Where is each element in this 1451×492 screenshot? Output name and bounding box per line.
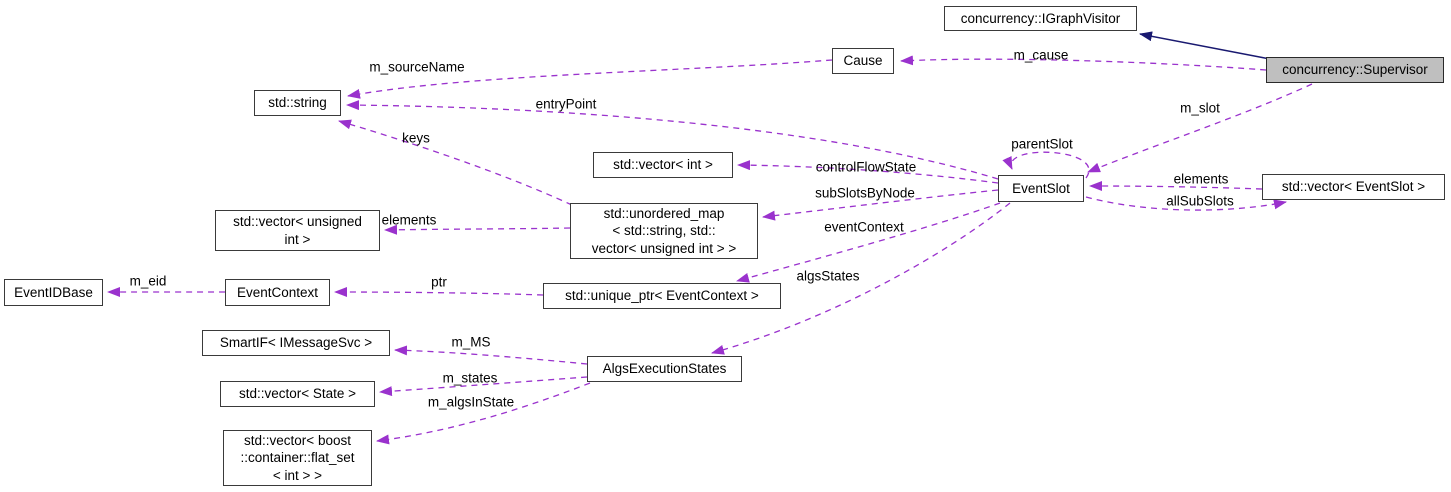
node-supervisor-label: concurrency::Supervisor <box>1282 62 1428 78</box>
edge-m-states <box>379 376 588 397</box>
node-eventidbase-label: EventIDBase <box>14 284 93 300</box>
edge-label-m-eid: m_eid <box>129 273 167 289</box>
node-vector-unsigned-int-line1: std::vector< unsigned <box>233 214 362 230</box>
edge-inheritance-igraphvisitor <box>1139 31 1271 60</box>
edge-label-m-slot: m_slot <box>1180 100 1220 116</box>
edge-label-m-cause: m_cause <box>1013 47 1069 63</box>
node-eventcontext[interactable]: EventContext <box>225 279 330 306</box>
edge-keys <box>338 119 573 206</box>
edge-label-subslotsbynode: subSlotsByNode <box>815 185 915 201</box>
node-igraphvisitor[interactable]: concurrency::IGraphVisitor <box>944 6 1137 31</box>
node-unique-ptr-eventcontext[interactable]: std::unique_ptr< EventContext > <box>543 283 781 309</box>
edge-parentslot <box>1002 151 1090 179</box>
edge-label-m-algsinstate: m_algsInState <box>427 394 515 410</box>
node-vector-state[interactable]: std::vector< State > <box>220 381 375 407</box>
edge-entrypoint <box>346 100 999 180</box>
node-algsexecutionstates-label: AlgsExecutionStates <box>602 361 727 377</box>
edge-m-algsinstate <box>376 382 591 445</box>
node-cause-label: Cause <box>843 53 883 69</box>
node-std-string-label: std::string <box>268 95 327 111</box>
edge-label-controlflowstate: controlFlowState <box>815 159 917 175</box>
node-unordered-map-line1: std::unordered_map <box>603 206 725 222</box>
edge-label-entrypoint: entryPoint <box>535 96 597 112</box>
node-vector-flat-set-line2: ::container::flat_set <box>240 450 355 466</box>
node-vector-eventslot[interactable]: std::vector< EventSlot > <box>1262 174 1445 200</box>
node-smartif-imessagesvc-label: SmartIF< IMessageSvc > <box>219 335 373 351</box>
node-vector-flat-set-line1: std::vector< boost <box>244 433 351 449</box>
edge-elements-eventslot <box>1089 181 1263 192</box>
edge-label-ptr: ptr <box>431 274 447 290</box>
node-vector-flat-set[interactable]: std::vector< boost ::container::flat_set… <box>223 430 372 486</box>
node-vector-unsigned-int-line2: int > <box>284 231 311 247</box>
edge-label-algsstates: algsStates <box>796 268 860 284</box>
node-eventslot[interactable]: EventSlot <box>998 175 1084 202</box>
node-igraphvisitor-label: concurrency::IGraphVisitor <box>960 10 1121 26</box>
edge-label-m-ms: m_MS <box>451 334 491 350</box>
node-unordered-map[interactable]: std::unordered_map < std::string, std:: … <box>570 203 758 259</box>
node-smartif-imessagesvc[interactable]: SmartIF< IMessageSvc > <box>202 330 390 356</box>
edge-algsstates <box>711 202 1011 355</box>
node-eventslot-label: EventSlot <box>1012 180 1070 196</box>
node-cause[interactable]: Cause <box>832 48 894 74</box>
node-eventidbase[interactable]: EventIDBase <box>4 279 103 306</box>
edge-label-elements-eventslot: elements <box>1173 171 1229 187</box>
node-unique-ptr-eventcontext-label: std::unique_ptr< EventContext > <box>565 288 759 304</box>
node-vector-eventslot-label: std::vector< EventSlot > <box>1281 179 1426 195</box>
node-eventcontext-label: EventContext <box>236 284 319 300</box>
edge-m-ms <box>394 345 588 365</box>
edge-m-slot <box>1087 83 1313 173</box>
edge-label-eventcontext: eventContext <box>824 219 904 235</box>
edge-label-keys: keys <box>402 130 430 146</box>
edge-label-parentslot: parentSlot <box>1011 136 1073 152</box>
node-std-string[interactable]: std::string <box>254 90 341 116</box>
node-unordered-map-line2: < std::string, std:: <box>612 223 716 239</box>
node-vector-flat-set-line3: < int > > <box>272 467 323 483</box>
edge-elements-unsigned <box>384 224 571 235</box>
edge-allsubslots <box>1085 196 1287 211</box>
node-vector-state-label: std::vector< State > <box>238 386 357 402</box>
node-unordered-map-line3: vector< unsigned int > > <box>591 240 737 256</box>
edge-eventcontext <box>736 202 1001 283</box>
node-supervisor: concurrency::Supervisor <box>1266 57 1444 83</box>
edge-m-sourcename <box>347 59 833 99</box>
edge-label-allsubslots: allSubSlots <box>1166 193 1234 209</box>
edge-label-m-states: m_states <box>442 370 498 386</box>
node-vector-unsigned-int[interactable]: std::vector< unsigned int > <box>215 210 380 251</box>
edge-ptr <box>334 287 544 298</box>
node-vector-int-label: std::vector< int > <box>613 157 713 173</box>
edge-m-cause <box>900 55 1267 71</box>
node-vector-int[interactable]: std::vector< int > <box>593 152 733 178</box>
edge-label-elements-unsigned: elements <box>381 212 437 228</box>
edge-label-m-sourcename: m_sourceName <box>369 59 465 75</box>
node-algsexecutionstates[interactable]: AlgsExecutionStates <box>587 356 742 382</box>
